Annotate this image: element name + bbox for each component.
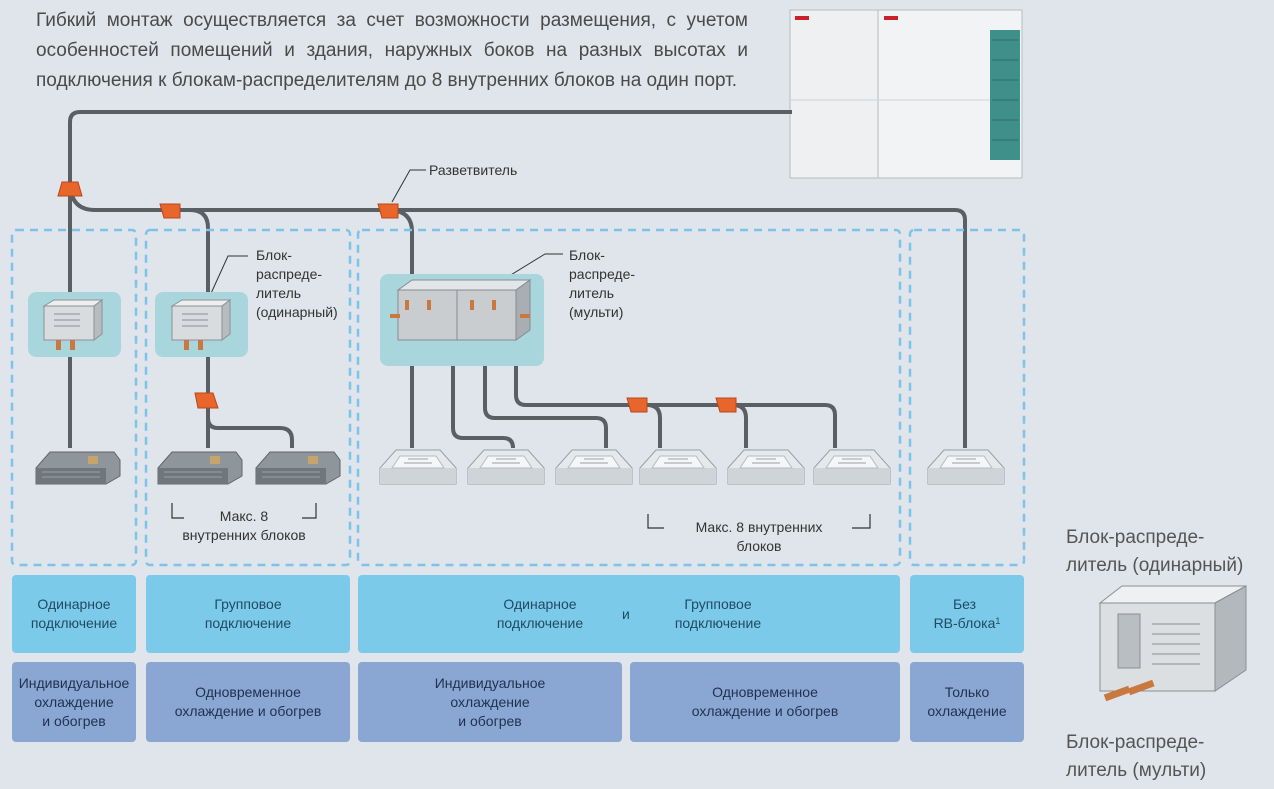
cassette-unit-icon (379, 449, 457, 485)
cassette-unit-icon (555, 449, 633, 485)
ducted-unit-icon (157, 451, 243, 485)
rb-multi-icon (390, 279, 532, 341)
cassette-unit-icon (467, 449, 545, 485)
max8-bracket-left (171, 503, 184, 519)
cassette-unit-icon (727, 449, 805, 485)
cassette-unit-icon (639, 449, 717, 485)
max8-caption-group: Макс. 8 внутренних блоков (182, 508, 306, 543)
mode-individual-cell: Индивидуальное охлаждение и обогрев (358, 662, 622, 742)
max8-bracket-right (302, 503, 317, 519)
mode-individual-cell: Индивидуальное охлаждение и обогрев (12, 662, 136, 742)
branch-fittings (57, 181, 737, 413)
fujitsu-outdoor-unit-icon (789, 9, 1023, 179)
branch-leader-line (391, 169, 426, 203)
max8-bracket-right (852, 514, 871, 529)
intro-text: Гибкий монтаж осуществляется за счет воз… (36, 10, 748, 91)
zone-frame-no-rb (908, 228, 1026, 567)
cassette-unit-icon (813, 449, 891, 485)
zone-frames (10, 228, 1026, 567)
mixed-and-text: и (622, 606, 630, 622)
rb-single-leader-line (207, 255, 248, 301)
zone-frame-group (144, 228, 352, 567)
cassette-unit-icon (927, 449, 1005, 485)
max8-bracket-left (647, 514, 664, 529)
ducted-unit-icon (35, 451, 121, 485)
footnote-marker: 1 (995, 616, 1001, 626)
zone-frame-single (10, 228, 138, 567)
branch-label: Разветвитель (429, 162, 518, 178)
mixed-single-text: Одинарное подключение (496, 596, 584, 631)
rb-single-product-icon (1098, 585, 1247, 702)
rb-multi-label: Блок- распреде- литель (мульти) (569, 247, 636, 320)
zone-frame-multi (356, 228, 902, 567)
connection-group-cell: Групповое подключение (146, 575, 350, 653)
mode-simultaneous-cell: Одновременное охлаждение и обогрев (146, 662, 350, 742)
mode-simultaneous-cell: Одновременное охлаждение и обогрев (630, 662, 900, 742)
no-rb-text: Без RB-блока (933, 596, 996, 631)
connection-single-cell: Одинарное подключение (12, 575, 136, 653)
sidebar-single-caption: Блок-распреде- литель (одинарный) (1066, 527, 1244, 576)
ducted-unit-icon (255, 451, 341, 485)
max8-caption-multi: Макс. 8 внутренних блоков (695, 519, 823, 554)
mode-cooling-only-cell: Только охлаждение (910, 662, 1024, 742)
sidebar-multi-caption: Блок-распреде- литель (мульти) (1066, 732, 1207, 781)
connection-mixed-cell: Одинарное подключение и Групповое подклю… (358, 575, 900, 653)
refrigerant-pipes (68, 110, 967, 449)
rb-single-label: Блок- распреде- литель (одинарный) (256, 247, 338, 320)
mixed-group-text: Групповое подключение (674, 596, 762, 631)
